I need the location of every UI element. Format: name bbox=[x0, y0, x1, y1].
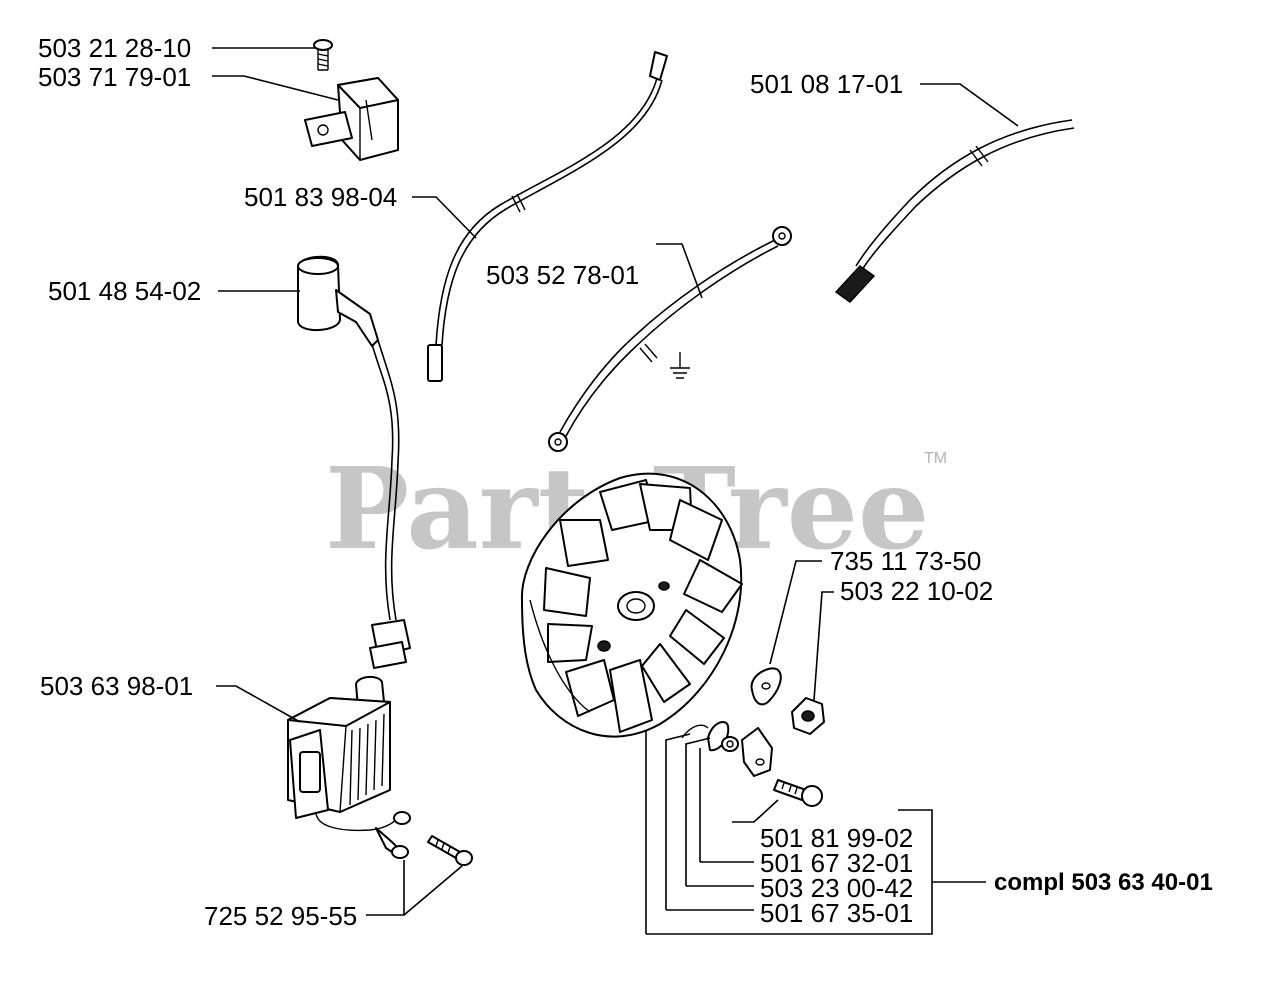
flywheel-drawing bbox=[520, 472, 743, 738]
part-label-p5[interactable]: 501 48 54-02 bbox=[48, 276, 201, 306]
switch-drawing bbox=[304, 77, 399, 161]
ground-wire-drawing bbox=[548, 226, 792, 452]
cable-drawing bbox=[427, 51, 668, 382]
part-label-p6[interactable]: 503 52 78-01 bbox=[486, 260, 639, 290]
part-label-p14[interactable]: 725 52 95-55 bbox=[204, 901, 357, 931]
part-label-p1[interactable]: 503 21 28-10 bbox=[38, 33, 191, 63]
nut-drawing bbox=[791, 697, 825, 735]
part-label-p4[interactable]: 501 83 98-04 bbox=[244, 182, 397, 212]
part-label-p2[interactable]: 503 71 79-01 bbox=[38, 62, 191, 92]
ignition-module-drawing bbox=[287, 676, 403, 832]
part-label-p8[interactable]: 503 22 10-02 bbox=[840, 576, 993, 606]
part-label-p13[interactable]: 501 67 35-01 bbox=[760, 898, 913, 928]
part-label-p7[interactable]: 735 11 73-50 bbox=[830, 546, 981, 576]
assembly-label[interactable]: compl 503 63 40-01 bbox=[994, 869, 1213, 896]
part-label-p9[interactable]: 503 63 98-01 bbox=[40, 671, 193, 701]
part-label-p3[interactable]: 501 08 17-01 bbox=[750, 69, 903, 99]
part-labels: 503 21 28-10 503 71 79-01 501 08 17-01 5… bbox=[38, 33, 1213, 931]
leader-lines bbox=[212, 47, 1019, 935]
wire-drawing bbox=[834, 119, 1075, 303]
ignition-screws-drawing bbox=[375, 811, 473, 866]
small-parts-drawing bbox=[681, 721, 823, 807]
screw-small-drawing bbox=[313, 39, 333, 71]
part-label-p12[interactable]: 503 23 00-42 bbox=[760, 873, 913, 903]
trademark-mark: TM bbox=[924, 450, 947, 467]
washer-drawing bbox=[750, 667, 782, 706]
part-label-p11[interactable]: 501 67 32-01 bbox=[760, 848, 913, 878]
part-label-p10[interactable]: 501 81 99-02 bbox=[760, 823, 913, 853]
spark-plug-boot-drawing bbox=[297, 255, 411, 669]
